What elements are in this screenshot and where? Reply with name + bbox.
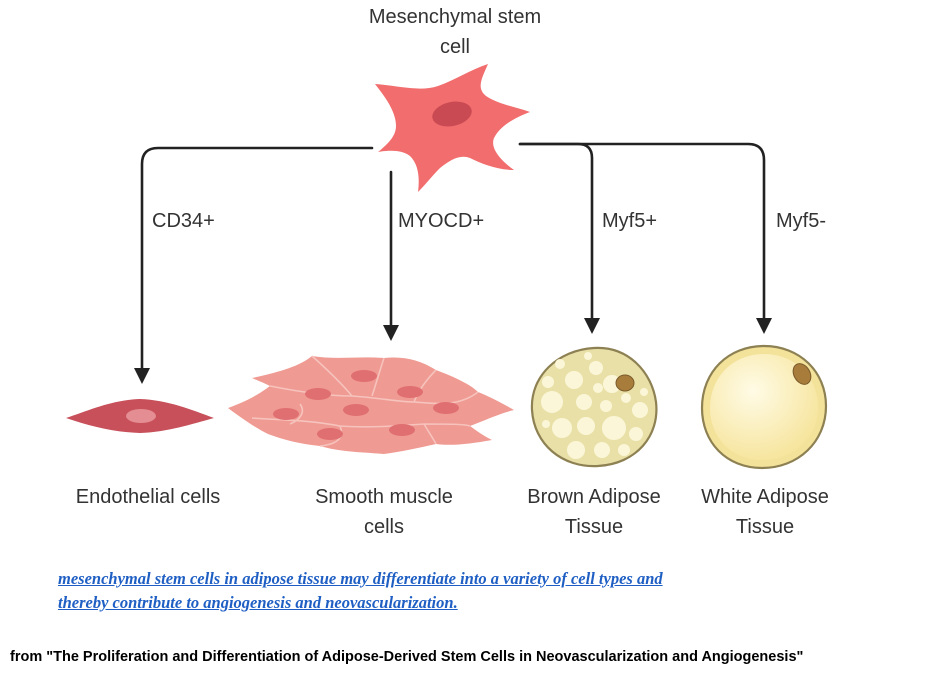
marker-myf5-minus: Myf5- bbox=[776, 210, 826, 232]
brown-adipose-tissue-label: Brown Adipose Tissue bbox=[504, 482, 684, 542]
mesenchymal-stem-cell-illustration bbox=[375, 64, 530, 192]
white-adipose-cell-illustration bbox=[700, 344, 828, 470]
smooth-muscle-cell-outlines bbox=[251, 355, 479, 447]
arrow-cd34 bbox=[140, 146, 374, 372]
arrowheads bbox=[134, 318, 772, 384]
white-adipose-tissue-label-line-2: Tissue bbox=[735, 516, 795, 538]
arrowhead-myf5-minus bbox=[756, 318, 772, 334]
brown-adipose-tissue-label-line-2: Tissue bbox=[564, 516, 624, 538]
smooth-muscle-sheet bbox=[228, 356, 514, 454]
arrow-group bbox=[140, 142, 766, 372]
smooth-muscle-nuclei bbox=[273, 370, 459, 440]
stem-cell-nucleus bbox=[432, 101, 472, 127]
endothelial-cells-label-line-1: Endothelial cells bbox=[75, 486, 221, 508]
white-adipose-tissue-label-line-1: White Adipose bbox=[701, 486, 829, 508]
arrow-myf5-minus bbox=[518, 142, 766, 322]
endothelial-cell-nucleus bbox=[126, 409, 156, 423]
source-citation: from "The Proliferation and Differentiat… bbox=[10, 649, 804, 665]
mesenchymal-stem-cell-label: Mesenchymal stem cell bbox=[320, 2, 590, 62]
arrowhead-myf5-plus bbox=[584, 318, 600, 334]
brown-adipose-tissue-label-line-1: Brown Adipose bbox=[527, 486, 661, 508]
smooth-muscle-cells-label-line-2: cells bbox=[363, 516, 404, 538]
smooth-muscle-cells-label: Smooth muscle cells bbox=[274, 482, 494, 542]
mesenchymal-stem-cell-label-line-1: Mesenchymal stem bbox=[368, 6, 542, 28]
brown-adipose-droplets bbox=[541, 352, 648, 459]
caption-line-1: mesenchymal stem cells in adipose tissue… bbox=[58, 569, 663, 588]
caption-line-2: thereby contribute to angiogenesis and n… bbox=[58, 593, 458, 612]
arrowhead-cd34 bbox=[134, 368, 150, 384]
smooth-muscle-cells-label-line-1: Smooth muscle bbox=[315, 486, 453, 508]
arrow-myf5-plus bbox=[518, 142, 594, 322]
endothelial-cells-label: Endothelial cells bbox=[38, 482, 258, 512]
brown-adipose-cell-illustration bbox=[530, 346, 658, 468]
diagram-caption: mesenchymal stem cells in adipose tissue… bbox=[58, 567, 798, 615]
white-adipose-nucleus bbox=[792, 363, 812, 385]
white-adipose-droplet bbox=[710, 354, 818, 460]
marker-cd34: CD34+ bbox=[152, 210, 215, 232]
arrowhead-myocd bbox=[383, 325, 399, 341]
stem-cell-body bbox=[375, 64, 530, 192]
white-adipose-tissue-label: White Adipose Tissue bbox=[680, 482, 850, 542]
smooth-muscle-illustration bbox=[228, 355, 514, 454]
marker-myf5-plus: Myf5+ bbox=[602, 210, 658, 232]
endothelial-cell-illustration bbox=[66, 399, 214, 433]
marker-myocd: MYOCD+ bbox=[398, 210, 485, 232]
mesenchymal-stem-cell-label-line-2: cell bbox=[439, 36, 470, 58]
brown-adipose-nucleus bbox=[615, 374, 635, 392]
